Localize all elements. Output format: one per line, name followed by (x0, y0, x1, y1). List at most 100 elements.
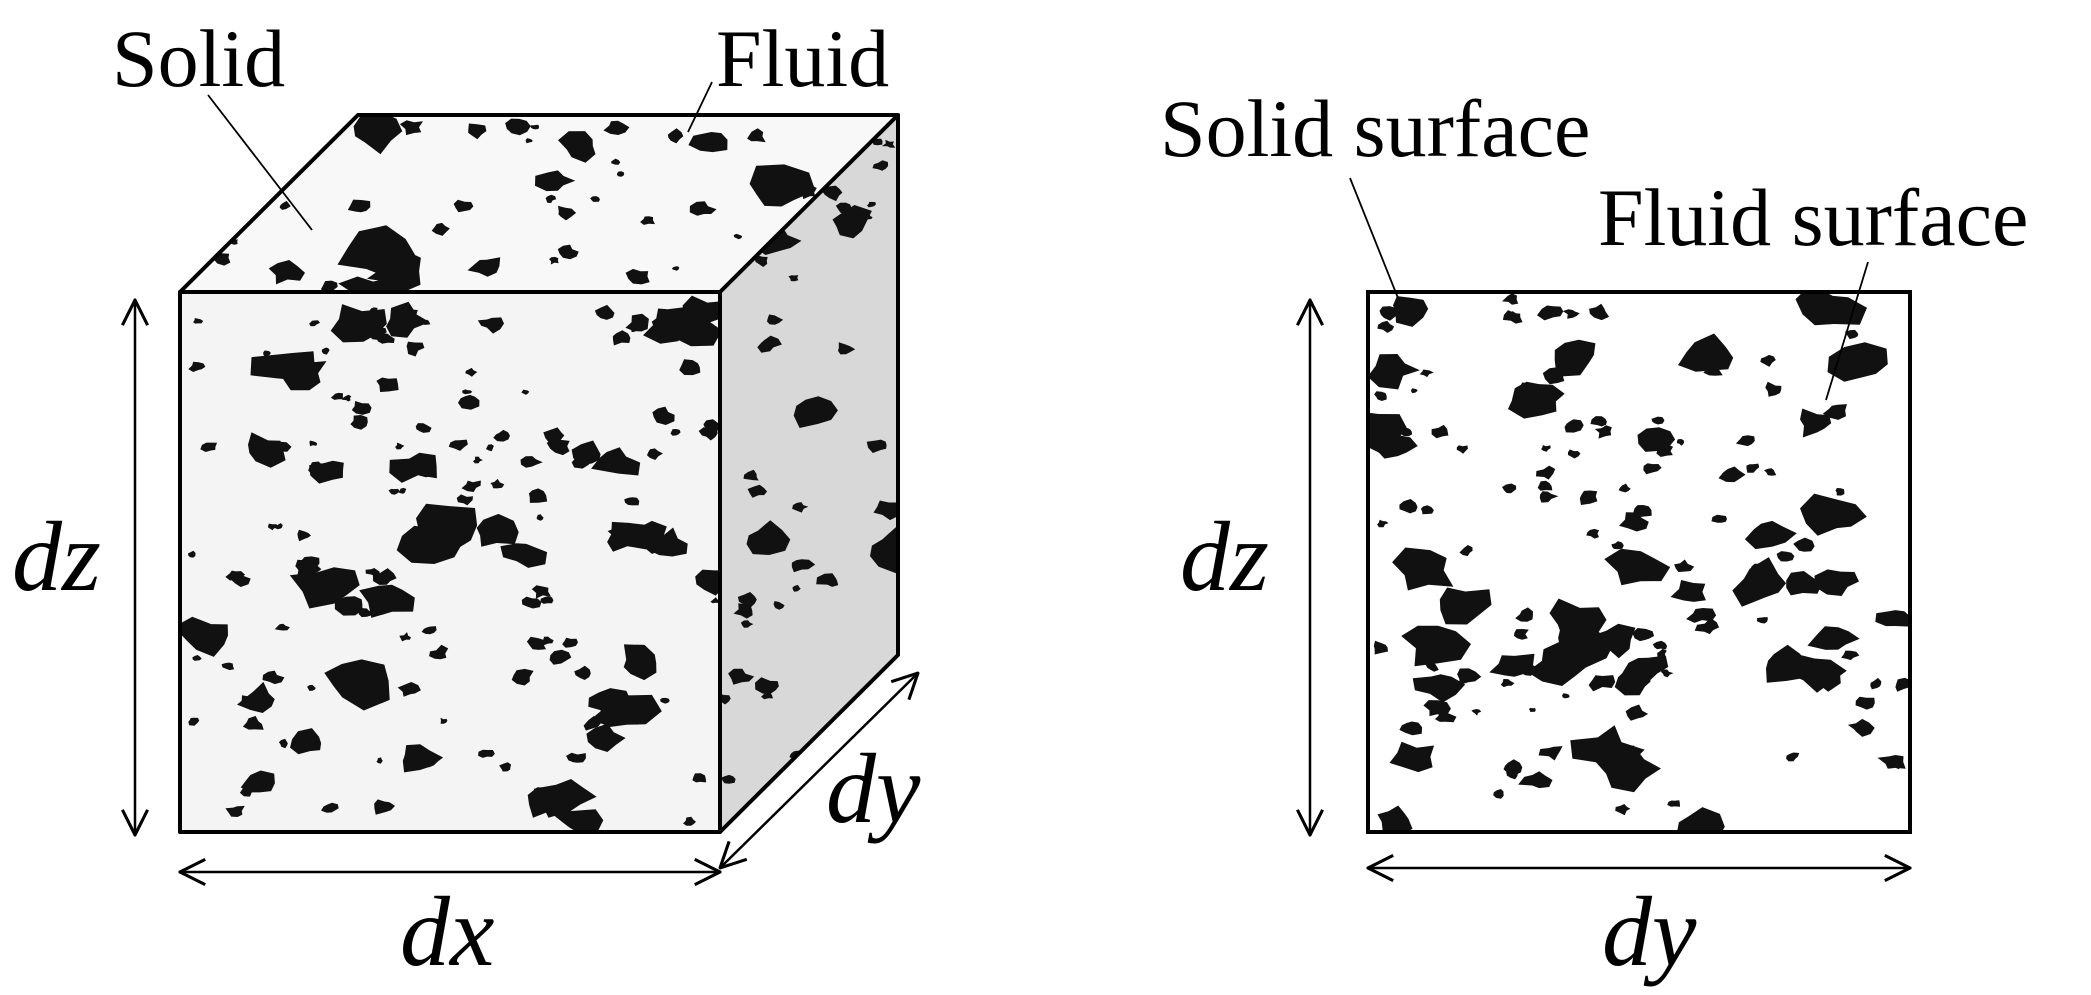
solid-grain (651, 538, 681, 554)
solid-grain (1732, 557, 1787, 607)
solid-grain (200, 442, 218, 452)
solid-grain (1537, 480, 1553, 491)
solid-grain (1514, 629, 1529, 640)
solid-grain (1456, 445, 1468, 454)
solid-grain (511, 668, 534, 686)
solid-grain (309, 460, 344, 484)
solid-grain (733, 233, 743, 240)
solid-grain (1827, 342, 1888, 382)
solid-grain (321, 347, 330, 355)
solid-grain (640, 216, 655, 225)
solid-grain (1594, 425, 1612, 439)
solid-grain (1399, 499, 1418, 514)
solid-grain (262, 670, 285, 685)
solid-grain (1374, 391, 1387, 401)
solid-grain (773, 601, 785, 610)
cube-dx-label: dx (400, 876, 494, 987)
solid-grain (531, 585, 552, 599)
solid-grain (838, 342, 856, 355)
solid-grain (683, 816, 696, 826)
solid-grain (421, 626, 437, 635)
solid-grain (1841, 650, 1860, 661)
solid-grain (237, 681, 275, 713)
solid-grain (1377, 519, 1389, 528)
solid-grain (820, 185, 843, 202)
solid-grain (1677, 807, 1725, 832)
solid-grain (1527, 640, 1590, 686)
square-dz-label: dz (1180, 501, 1269, 612)
solid-grain (307, 684, 316, 691)
solid-grain (1674, 559, 1695, 572)
fluid-surface-label: Fluid surface (1598, 172, 2028, 263)
solid-grain (240, 770, 275, 793)
solid-grain (188, 361, 206, 372)
solid-grain (365, 568, 380, 576)
square-dy-label: dy (1602, 876, 1697, 987)
solid-grain (603, 120, 630, 135)
solid-grain (1703, 361, 1723, 376)
solid-surface-leader-line (1349, 177, 1399, 299)
cube-dy-arrow (720, 673, 918, 868)
solid-grain (499, 762, 512, 772)
solid-grain (250, 351, 318, 384)
solid-grain (477, 317, 504, 334)
solid-grain (521, 596, 542, 609)
solid-grain (1562, 309, 1580, 319)
solid-grain (733, 603, 753, 619)
solid-grain (461, 480, 481, 492)
solid-grain (710, 597, 720, 604)
solid-grain (692, 773, 707, 783)
solid-grain (793, 396, 838, 428)
solid-grain (1518, 771, 1553, 789)
solid-grain (1586, 528, 1599, 539)
solid-grain (473, 456, 483, 464)
solid-grain (1765, 381, 1782, 397)
solid-grain (1611, 541, 1624, 550)
solid-grain (341, 394, 352, 402)
solid-grain (334, 596, 363, 616)
solid-grain (1593, 623, 1636, 659)
solid-grain (321, 802, 339, 813)
solid-grain (351, 401, 372, 415)
solid-grain (1694, 617, 1720, 635)
solid-grain (274, 523, 283, 530)
solid-grain (1539, 491, 1559, 503)
solid-grain (1711, 514, 1727, 523)
solid-grain (1807, 626, 1860, 650)
solid-grain (1390, 448, 1401, 456)
solid-grain (558, 131, 596, 163)
porous-cube: Solid Fluid dz dx dy (12, 13, 921, 987)
solid-grain (525, 138, 533, 144)
solid-grain (248, 432, 286, 468)
solid-grain (493, 429, 510, 442)
solid-grain (1622, 655, 1669, 683)
solid-grain (689, 201, 717, 216)
solid-grain (1590, 416, 1607, 427)
solid-grain (1893, 761, 1902, 770)
solid-grain (1603, 758, 1613, 764)
solid-grain (1875, 610, 1910, 627)
solid-grain (429, 644, 449, 660)
solid-grain (740, 620, 754, 628)
solid-grain (192, 655, 202, 661)
solid-grain (1507, 311, 1519, 318)
solid-grain (749, 164, 816, 207)
solid-grain (1412, 674, 1466, 703)
solid-grain (574, 665, 591, 680)
solid-grain (309, 320, 321, 327)
solid-grain (347, 199, 371, 213)
solid-grain (791, 559, 816, 573)
solid-grain (440, 717, 448, 724)
solid-grain (594, 304, 615, 320)
solid-grain (279, 200, 291, 210)
solid-grain (557, 244, 579, 260)
solid-grain (586, 723, 626, 752)
solid-grain (1576, 347, 1593, 358)
solid-grain (1618, 483, 1631, 493)
solid-grain (660, 697, 670, 704)
solid-grain (623, 644, 657, 681)
solid-grain (835, 202, 852, 215)
solid-grain (1801, 658, 1841, 692)
cube-dz-label: dz (12, 501, 101, 612)
